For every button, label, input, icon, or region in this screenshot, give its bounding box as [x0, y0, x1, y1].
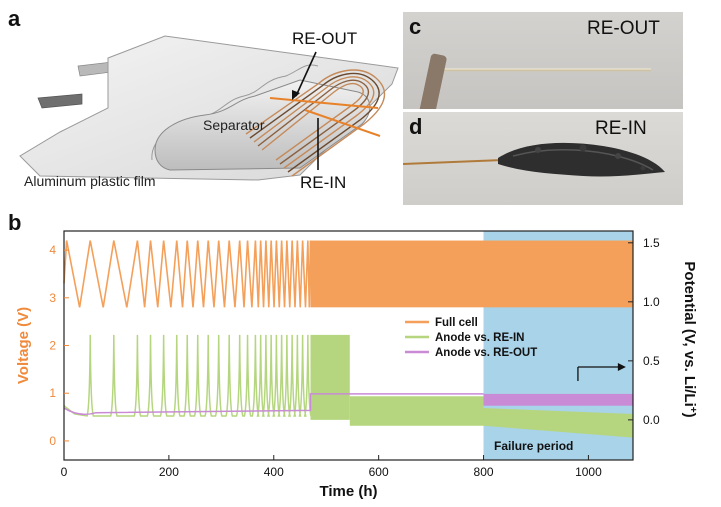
tab-top: [77, 61, 113, 77]
panel-c-letter: c: [409, 14, 422, 39]
tab-bottom: [37, 93, 83, 109]
y2-tick-label: 1.0: [643, 295, 660, 309]
re-out-wire: [269, 97, 379, 109]
anode-re-out-band: [483, 393, 633, 406]
panel-d-letter: d: [409, 114, 423, 139]
re-out-wire-photo: [419, 53, 651, 109]
x-axis-label: Time (h): [319, 483, 377, 500]
re-out-label: RE-OUT: [292, 29, 357, 48]
y-axis-label: Voltage (V): [15, 307, 32, 384]
panel-a-letter: a: [8, 6, 21, 31]
re-in-label: RE-IN: [300, 173, 346, 192]
pouch-cell-schematic: RE-OUT Separator RE-IN Aluminum plastic …: [19, 29, 399, 192]
photo-re-in: [403, 112, 683, 205]
photo-c-label: RE-OUT: [587, 18, 660, 39]
re-in-wire: [304, 109, 381, 137]
anode-re-in-dense-band-2: [349, 396, 484, 426]
legend-entry: Anode vs. RE-OUT: [435, 347, 537, 359]
full-cell-dense-band: [310, 240, 633, 308]
x-tick-label: 0: [61, 465, 68, 479]
x-tick-label: 600: [369, 465, 389, 479]
x-tick-label: 1000: [575, 465, 602, 479]
y-tick-label: 4: [49, 243, 56, 257]
y-tick-label: 3: [49, 291, 56, 305]
full-cell-line: [63, 240, 312, 308]
panel-b-letter: b: [8, 210, 22, 235]
film-label: Aluminum plastic film: [24, 173, 155, 189]
anode-re-in-line: [63, 334, 312, 417]
legend-entry: Anode vs. RE-IN: [435, 332, 524, 344]
arrow-head: [617, 363, 626, 371]
photo-re-out: [403, 12, 683, 109]
voltage-chart: 0 200 400 600 800 1000 0 1 2 3 4 0.0 0.5 1.0 1.5 Full …: [15, 230, 699, 500]
y-tick-label: 2: [49, 339, 56, 353]
failure-period-label: Failure period: [494, 439, 573, 453]
y2-tick-label: 1.5: [643, 236, 660, 250]
y-tick-label: 1: [49, 386, 56, 400]
y2-tick-label: 0.5: [643, 354, 660, 368]
x-tick-label: 400: [264, 465, 284, 479]
y2-tick-label: 0.0: [643, 413, 660, 427]
separator-label: Separator: [203, 117, 265, 133]
re-out-arrowhead: [292, 90, 300, 100]
re-out-pointer: [295, 51, 317, 97]
x-tick-label: 800: [474, 465, 494, 479]
x-tick-label: 200: [159, 465, 179, 479]
anode-re-in-late-band: [483, 408, 633, 438]
legend-entry: Full cell: [435, 317, 478, 329]
re-in-wire-photo: [403, 142, 665, 177]
photo-d-label: RE-IN: [595, 118, 647, 139]
y-tick-label: 0: [49, 434, 56, 448]
y2-axis-label: Potential (V, vs. Li/Li+): [681, 261, 699, 417]
anode-re-out-line: [63, 393, 484, 416]
anode-re-in-dense-band-1: [310, 334, 350, 420]
